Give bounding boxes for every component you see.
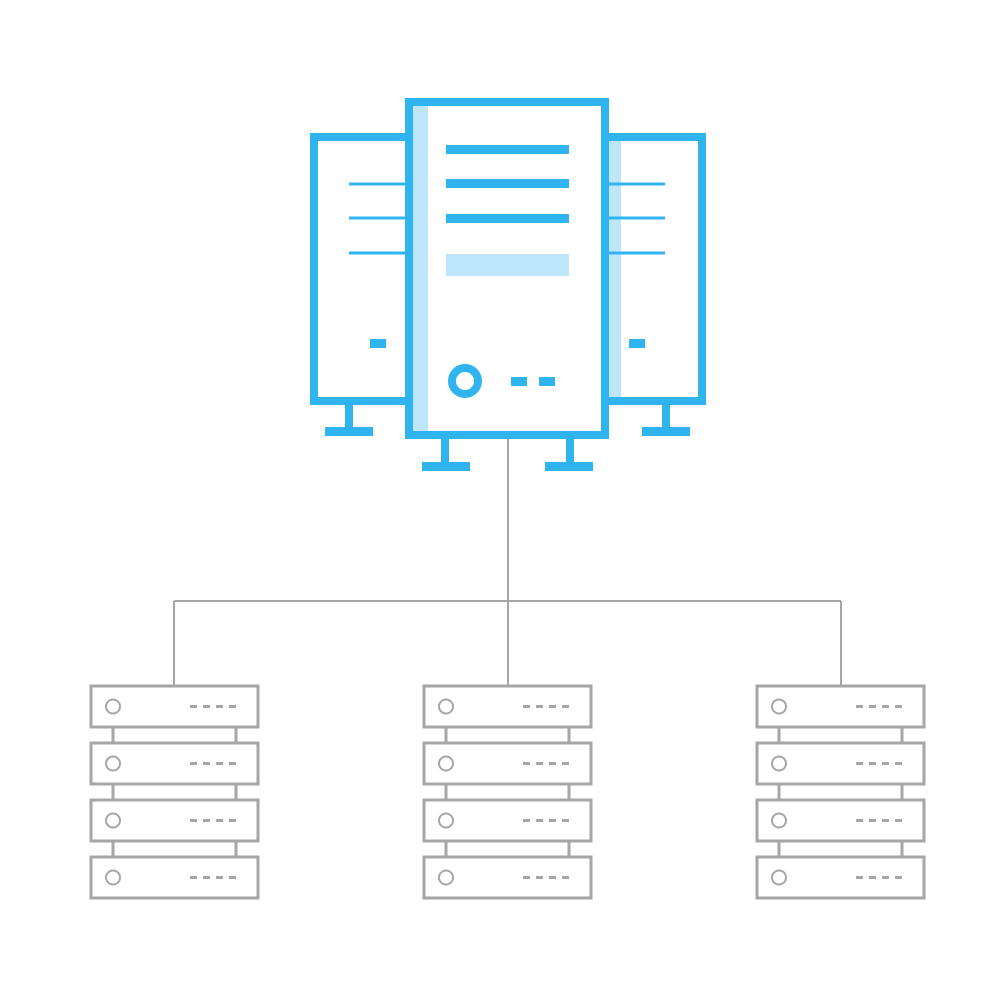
indicator-light-icon [895,876,902,879]
indicator-light-icon [895,705,902,708]
indicator-light-icon [869,705,876,708]
indicator-light-icon [856,819,863,822]
power-button-icon [771,755,787,772]
indicator-light-icon [536,876,543,879]
rack-groups [89,684,926,900]
indicator-light-icon [882,705,889,708]
indicator-light-icon [523,705,530,708]
indicator-light-icon [562,705,569,708]
connection-lines [173,437,842,686]
power-button-icon [771,812,787,829]
indicator-light-icon [869,876,876,879]
indicator-light-icon [882,819,889,822]
rack-unit [422,684,593,729]
power-button-icon [448,364,482,398]
status-light-icon [539,377,555,386]
indicator-light-icon [549,819,556,822]
indicator-light-icon [882,762,889,765]
indicator-light-icon [895,819,902,822]
indicator-light-icon [229,819,236,822]
status-light-icon [511,377,527,386]
rack-unit [422,798,593,843]
power-button-icon [438,812,454,829]
indicator-light-icon [536,819,543,822]
power-button-icon [105,869,121,886]
indicator-light-icon [856,762,863,765]
indicator-light-icon [869,819,876,822]
power-button-icon [438,698,454,715]
rack-unit [755,798,926,843]
main-server-tower [405,98,609,471]
indicator-light-icon [203,705,210,708]
indicator-light-icon [882,876,889,879]
indicator-light-icon [523,876,530,879]
indicator-light-icon [523,819,530,822]
rack-unit [755,855,926,900]
indicator-light-icon [562,819,569,822]
indicator-light-icon [203,762,210,765]
indicator-light-icon [629,339,645,348]
indicator-light-icon [536,705,543,708]
indicator-light-icon [895,762,902,765]
indicator-light-icon [203,819,210,822]
server-rack-icon [422,684,593,900]
indicator-light-icon [216,705,223,708]
indicator-light-icon [869,762,876,765]
rack-unit [89,741,260,786]
indicator-light-icon [549,876,556,879]
indicator-light-icon [216,819,223,822]
indicator-light-icon [370,339,386,348]
indicator-light-icon [190,876,197,879]
indicator-light-icon [190,762,197,765]
rack-unit [422,741,593,786]
rack-unit [89,684,260,729]
indicator-light-icon [856,705,863,708]
power-button-icon [105,755,121,772]
rack-unit [422,855,593,900]
indicator-light-icon [562,762,569,765]
power-button-icon [105,698,121,715]
power-button-icon [771,869,787,886]
indicator-light-icon [216,876,223,879]
server-rack-icon [755,684,926,900]
rack-unit [755,741,926,786]
indicator-light-icon [523,762,530,765]
server-rack-icon [89,684,260,900]
indicator-light-icon [203,876,210,879]
left-server-tower [310,133,416,436]
rack-unit [755,684,926,729]
indicator-light-icon [190,819,197,822]
server-tower-cluster-icon [310,98,706,471]
power-button-icon [771,698,787,715]
indicator-light-icon [216,762,223,765]
right-server-tower [601,133,706,436]
power-button-icon [105,812,121,829]
indicator-light-icon [229,762,236,765]
indicator-light-icon [536,762,543,765]
indicator-light-icon [190,705,197,708]
rack-unit [89,798,260,843]
power-button-icon [438,755,454,772]
power-button-icon [438,869,454,886]
indicator-light-icon [229,876,236,879]
indicator-light-icon [562,876,569,879]
indicator-light-icon [229,705,236,708]
rack-unit [89,855,260,900]
indicator-light-icon [549,762,556,765]
indicator-light-icon [856,876,863,879]
indicator-light-icon [549,705,556,708]
drive-bay [446,254,569,276]
